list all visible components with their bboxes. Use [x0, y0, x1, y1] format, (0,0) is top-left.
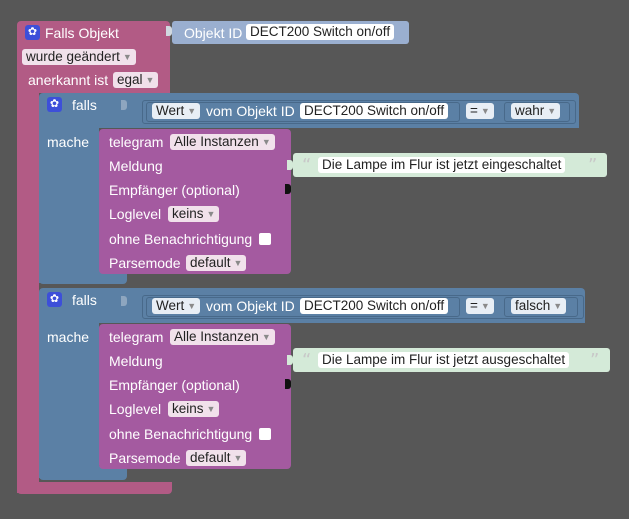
quote-open-icon: “ [302, 350, 312, 371]
dropdown-arrow-icon: ▼ [206, 209, 216, 220]
compare-dropdown-2[interactable]: falsch▼ [511, 298, 567, 314]
telegram-label-2: telegram [109, 329, 164, 345]
ack-dropdown[interactable]: egal▼ [113, 72, 159, 88]
compare-dropdown-1[interactable]: wahr▼ [511, 103, 561, 119]
telegram-block-1[interactable] [99, 129, 291, 274]
if-block-2-body [39, 323, 99, 478]
dropdown-arrow-icon: ▼ [233, 453, 243, 464]
dropdown-arrow-icon: ▼ [547, 106, 557, 117]
trigger-block-body [17, 88, 39, 493]
if-label-2: falls [72, 292, 97, 308]
gear-icon[interactable]: ✿ [25, 25, 40, 40]
dropdown-arrow-icon: ▼ [187, 301, 197, 312]
ack-label: anerkannt ist [28, 72, 109, 88]
instance-dropdown-1[interactable]: Alle Instanzen▼ [170, 134, 275, 150]
input-connector [166, 26, 172, 36]
dropdown-arrow-icon: ▼ [187, 106, 197, 117]
message-text-2[interactable]: Die Lampe im Flur ist jetzt ausgeschalte… [318, 352, 570, 368]
value-dropdown-1[interactable]: Wert▼ [152, 103, 201, 119]
from-object-label-1: vom Objekt ID [206, 103, 295, 119]
dropdown-arrow-icon: ▼ [122, 52, 132, 63]
silent-label-2: ohne Benachrichtigung [109, 426, 253, 442]
operator-dropdown-1[interactable]: =▼ [466, 103, 494, 119]
quote-open-icon: “ [302, 155, 312, 176]
operator-value-1: = [470, 103, 478, 118]
compare-value-1: wahr [515, 103, 545, 118]
message-label-2: Meldung [109, 353, 163, 369]
parsemode-dropdown-2[interactable]: default▼ [186, 450, 247, 466]
loglevel-label-2: Loglevel [109, 401, 162, 417]
value-label-2: Wert [156, 298, 185, 313]
loglevel-value-1: keins [172, 206, 204, 221]
input-connector [287, 355, 293, 365]
recipient-label-2: Empfänger (optional) [109, 377, 240, 393]
do-label-2: mache [47, 329, 90, 345]
input-connector [121, 100, 127, 110]
parsemode-dropdown-1[interactable]: default▼ [186, 255, 247, 271]
object-field-2[interactable]: DECT200 Switch on/off [300, 298, 449, 314]
parsemode-value-1: default [190, 255, 231, 270]
do-label-1: mache [47, 134, 90, 150]
parsemode-label-1: Parsemode [109, 255, 181, 271]
trigger-block-footer [17, 482, 172, 494]
instance-value-1: Alle Instanzen [174, 134, 259, 149]
dropdown-arrow-icon: ▼ [233, 258, 243, 269]
value-label-1: Wert [156, 103, 185, 118]
changed-dropdown[interactable]: wurde geändert▼ [22, 49, 136, 65]
instance-dropdown-2[interactable]: Alle Instanzen▼ [170, 329, 275, 345]
loglevel-dropdown-2[interactable]: keins▼ [168, 401, 220, 417]
telegram-label-1: telegram [109, 134, 164, 150]
parsemode-label-2: Parsemode [109, 450, 181, 466]
if-block-1-body [39, 128, 99, 283]
if-block-2-footer [39, 466, 127, 480]
message-text-1[interactable]: Die Lampe im Flur ist jetzt eingeschalte… [318, 157, 566, 173]
dropdown-arrow-icon: ▼ [480, 301, 490, 312]
loglevel-value-2: keins [172, 401, 204, 416]
object-field-1[interactable]: DECT200 Switch on/off [300, 103, 449, 119]
message-label-1: Meldung [109, 158, 163, 174]
input-connector [121, 296, 127, 306]
silent-checkbox-1[interactable] [259, 233, 271, 245]
if-label-1: falls [72, 97, 97, 113]
telegram-block-2[interactable] [99, 324, 291, 469]
from-object-label-2: vom Objekt ID [206, 298, 295, 314]
input-connector [285, 379, 291, 389]
silent-checkbox-2[interactable] [259, 428, 271, 440]
gear-icon[interactable]: ✿ [47, 292, 62, 307]
object-id-field[interactable]: DECT200 Switch on/off [246, 24, 395, 40]
dropdown-arrow-icon: ▼ [145, 75, 155, 86]
quote-close-icon: ” [590, 350, 600, 371]
dropdown-arrow-icon: ▼ [553, 301, 563, 312]
recipient-label-1: Empfänger (optional) [109, 182, 240, 198]
dropdown-arrow-icon: ▼ [480, 106, 490, 117]
input-connector [285, 184, 291, 194]
value-dropdown-2[interactable]: Wert▼ [152, 298, 201, 314]
ack-value: egal [117, 72, 143, 87]
trigger-title: Falls Objekt [45, 25, 119, 41]
loglevel-dropdown-1[interactable]: keins▼ [168, 206, 220, 222]
quote-close-icon: ” [588, 155, 598, 176]
dropdown-arrow-icon: ▼ [206, 404, 216, 415]
silent-label-1: ohne Benachrichtigung [109, 231, 253, 247]
loglevel-label-1: Loglevel [109, 206, 162, 222]
operator-value-2: = [470, 298, 478, 313]
dropdown-arrow-icon: ▼ [261, 332, 271, 343]
changed-label: wurde geändert [26, 49, 120, 64]
dropdown-arrow-icon: ▼ [261, 137, 271, 148]
input-connector [287, 160, 293, 170]
instance-value-2: Alle Instanzen [174, 329, 259, 344]
object-id-label: Objekt ID [184, 25, 243, 41]
operator-dropdown-2[interactable]: =▼ [466, 298, 494, 314]
gear-icon[interactable]: ✿ [47, 97, 62, 112]
compare-value-2: falsch [515, 298, 551, 313]
parsemode-value-2: default [190, 450, 231, 465]
